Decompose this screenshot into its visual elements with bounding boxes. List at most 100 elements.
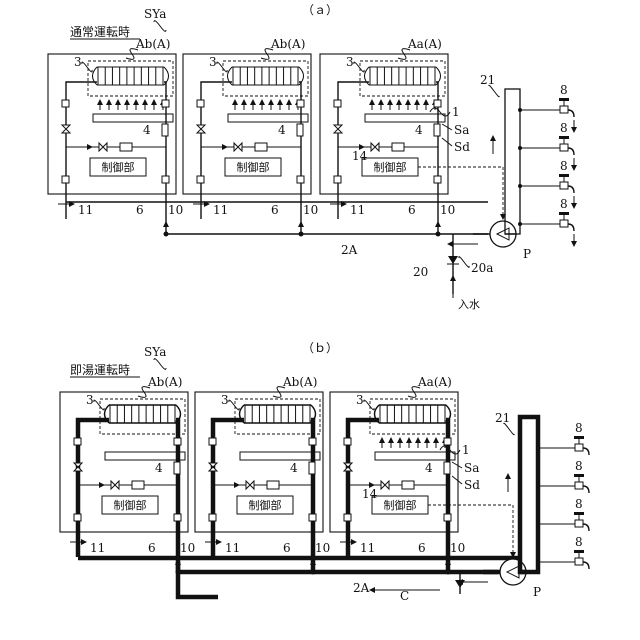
panel-label: （ｂ）: [302, 341, 338, 355]
faucet-knob: [559, 212, 569, 215]
port: [197, 176, 204, 183]
burner: [240, 452, 320, 460]
inlet-ref: 11: [225, 541, 240, 555]
coil-bends: [240, 405, 316, 423]
exchanger-leader: [94, 400, 104, 410]
port: [334, 100, 341, 107]
faucet-spout: [583, 562, 589, 569]
faucet-spout: [583, 448, 589, 455]
faucet-body: [565, 520, 583, 527]
control-signal: [428, 505, 513, 557]
junction-dot: [518, 108, 522, 112]
burner: [375, 452, 455, 460]
burner-label: 4: [278, 123, 286, 137]
faucet-spout: [583, 524, 589, 531]
panel-label: （ａ）: [302, 3, 338, 17]
junction-dot: [436, 232, 441, 237]
port: [434, 176, 441, 183]
exchanger-leader: [354, 62, 364, 72]
junction-dot: [311, 570, 316, 575]
coil-tubes: [245, 405, 310, 423]
flow-sensor: [309, 462, 315, 474]
faucet-ref: 8: [560, 197, 568, 211]
coil-manifold: [232, 67, 299, 85]
exchanger-leader: [217, 62, 227, 72]
mode-label: 即湯運転時: [70, 363, 130, 377]
burner: [105, 452, 185, 460]
return-ref: 6: [418, 541, 426, 555]
port: [162, 176, 169, 183]
inlet-pipe: [213, 420, 244, 557]
housing-ref: 1: [462, 443, 470, 457]
faucet-spout: [583, 486, 589, 493]
flow-sensor-leader: [442, 138, 452, 146]
coil-manifold: [97, 67, 164, 85]
exchanger-ref: 3: [356, 393, 364, 407]
inlet-ref: 11: [360, 541, 375, 555]
outlet-ref: 10: [168, 203, 183, 217]
exchanger-leader: [229, 400, 239, 410]
panel-b: （ｂ）SYa即湯運転時4制御部3Ab(A)116104制御部3Ab(A)1161…: [60, 341, 589, 603]
unit-label: Ab(A): [270, 37, 305, 51]
port: [344, 514, 351, 521]
return-main-ref: 2A: [341, 243, 358, 257]
exchanger-ref: 3: [74, 55, 82, 69]
burner: [365, 114, 445, 122]
heater-unit-3: 4制御部3Aa(A)11610: [330, 375, 465, 562]
system-leader: [154, 359, 166, 370]
outlet-ref: 10: [450, 541, 465, 555]
inlet-ref: 11: [90, 541, 105, 555]
heat-exchanger-box: [100, 399, 185, 434]
port: [334, 176, 341, 183]
flow-sensor-ref: Sd: [464, 478, 480, 492]
return-ref: 6: [283, 541, 291, 555]
outlet-ref: 10: [180, 541, 195, 555]
faucet-knob: [559, 98, 569, 101]
bypass-orifice: [402, 481, 414, 489]
junction-dot: [446, 570, 451, 575]
junction-dot: [536, 484, 540, 488]
coil-bends: [375, 405, 451, 423]
port: [309, 438, 316, 445]
inlet-pipe: [66, 82, 97, 219]
outlet-ref: 10: [440, 203, 455, 217]
heat-exchanger-box: [360, 61, 445, 96]
bypass-valve-icon: [246, 481, 254, 489]
faucet-ref: 8: [560, 83, 568, 97]
faucet-knob: [559, 136, 569, 139]
faucet-knob: [574, 550, 584, 553]
inlet-ref: 11: [213, 203, 228, 217]
inlet-pipe: [201, 82, 232, 219]
port: [62, 100, 69, 107]
burner-label: 4: [143, 123, 151, 137]
port: [444, 438, 451, 445]
outlet-ref: 10: [315, 541, 330, 555]
exchanger-ref: 3: [86, 393, 94, 407]
faucet-ref: 8: [560, 159, 568, 173]
temp-sensor-leader: [442, 124, 452, 130]
heat-exchanger-box: [88, 61, 173, 96]
burner-label: 4: [155, 461, 163, 475]
burner: [93, 114, 173, 122]
valve-ref: 14: [362, 487, 378, 501]
faucet-knob: [574, 512, 584, 515]
water-valve-icon: [344, 463, 352, 471]
bypass-valve-icon: [111, 481, 119, 489]
supply-loop: [520, 417, 538, 572]
bypass-orifice: [120, 143, 132, 151]
feed-pipe-ref: 20: [413, 265, 428, 279]
junction-dot: [536, 446, 540, 450]
bypass-orifice: [255, 143, 267, 151]
valve-ref: 14: [352, 149, 368, 163]
heater-unit-1: 4制御部3Ab(A)11610: [60, 375, 195, 562]
port: [197, 100, 204, 107]
supply-ref: 21: [480, 73, 495, 87]
faucet-4: 8: [565, 535, 589, 569]
faucet-ref: 8: [575, 421, 583, 435]
faucet-4: 8: [550, 197, 574, 231]
circulation-ref: C: [400, 589, 409, 603]
flow-sensor: [434, 124, 440, 136]
flow-sensor: [297, 124, 303, 136]
water-valve-icon: [74, 463, 82, 471]
coil-tubes: [370, 67, 435, 85]
